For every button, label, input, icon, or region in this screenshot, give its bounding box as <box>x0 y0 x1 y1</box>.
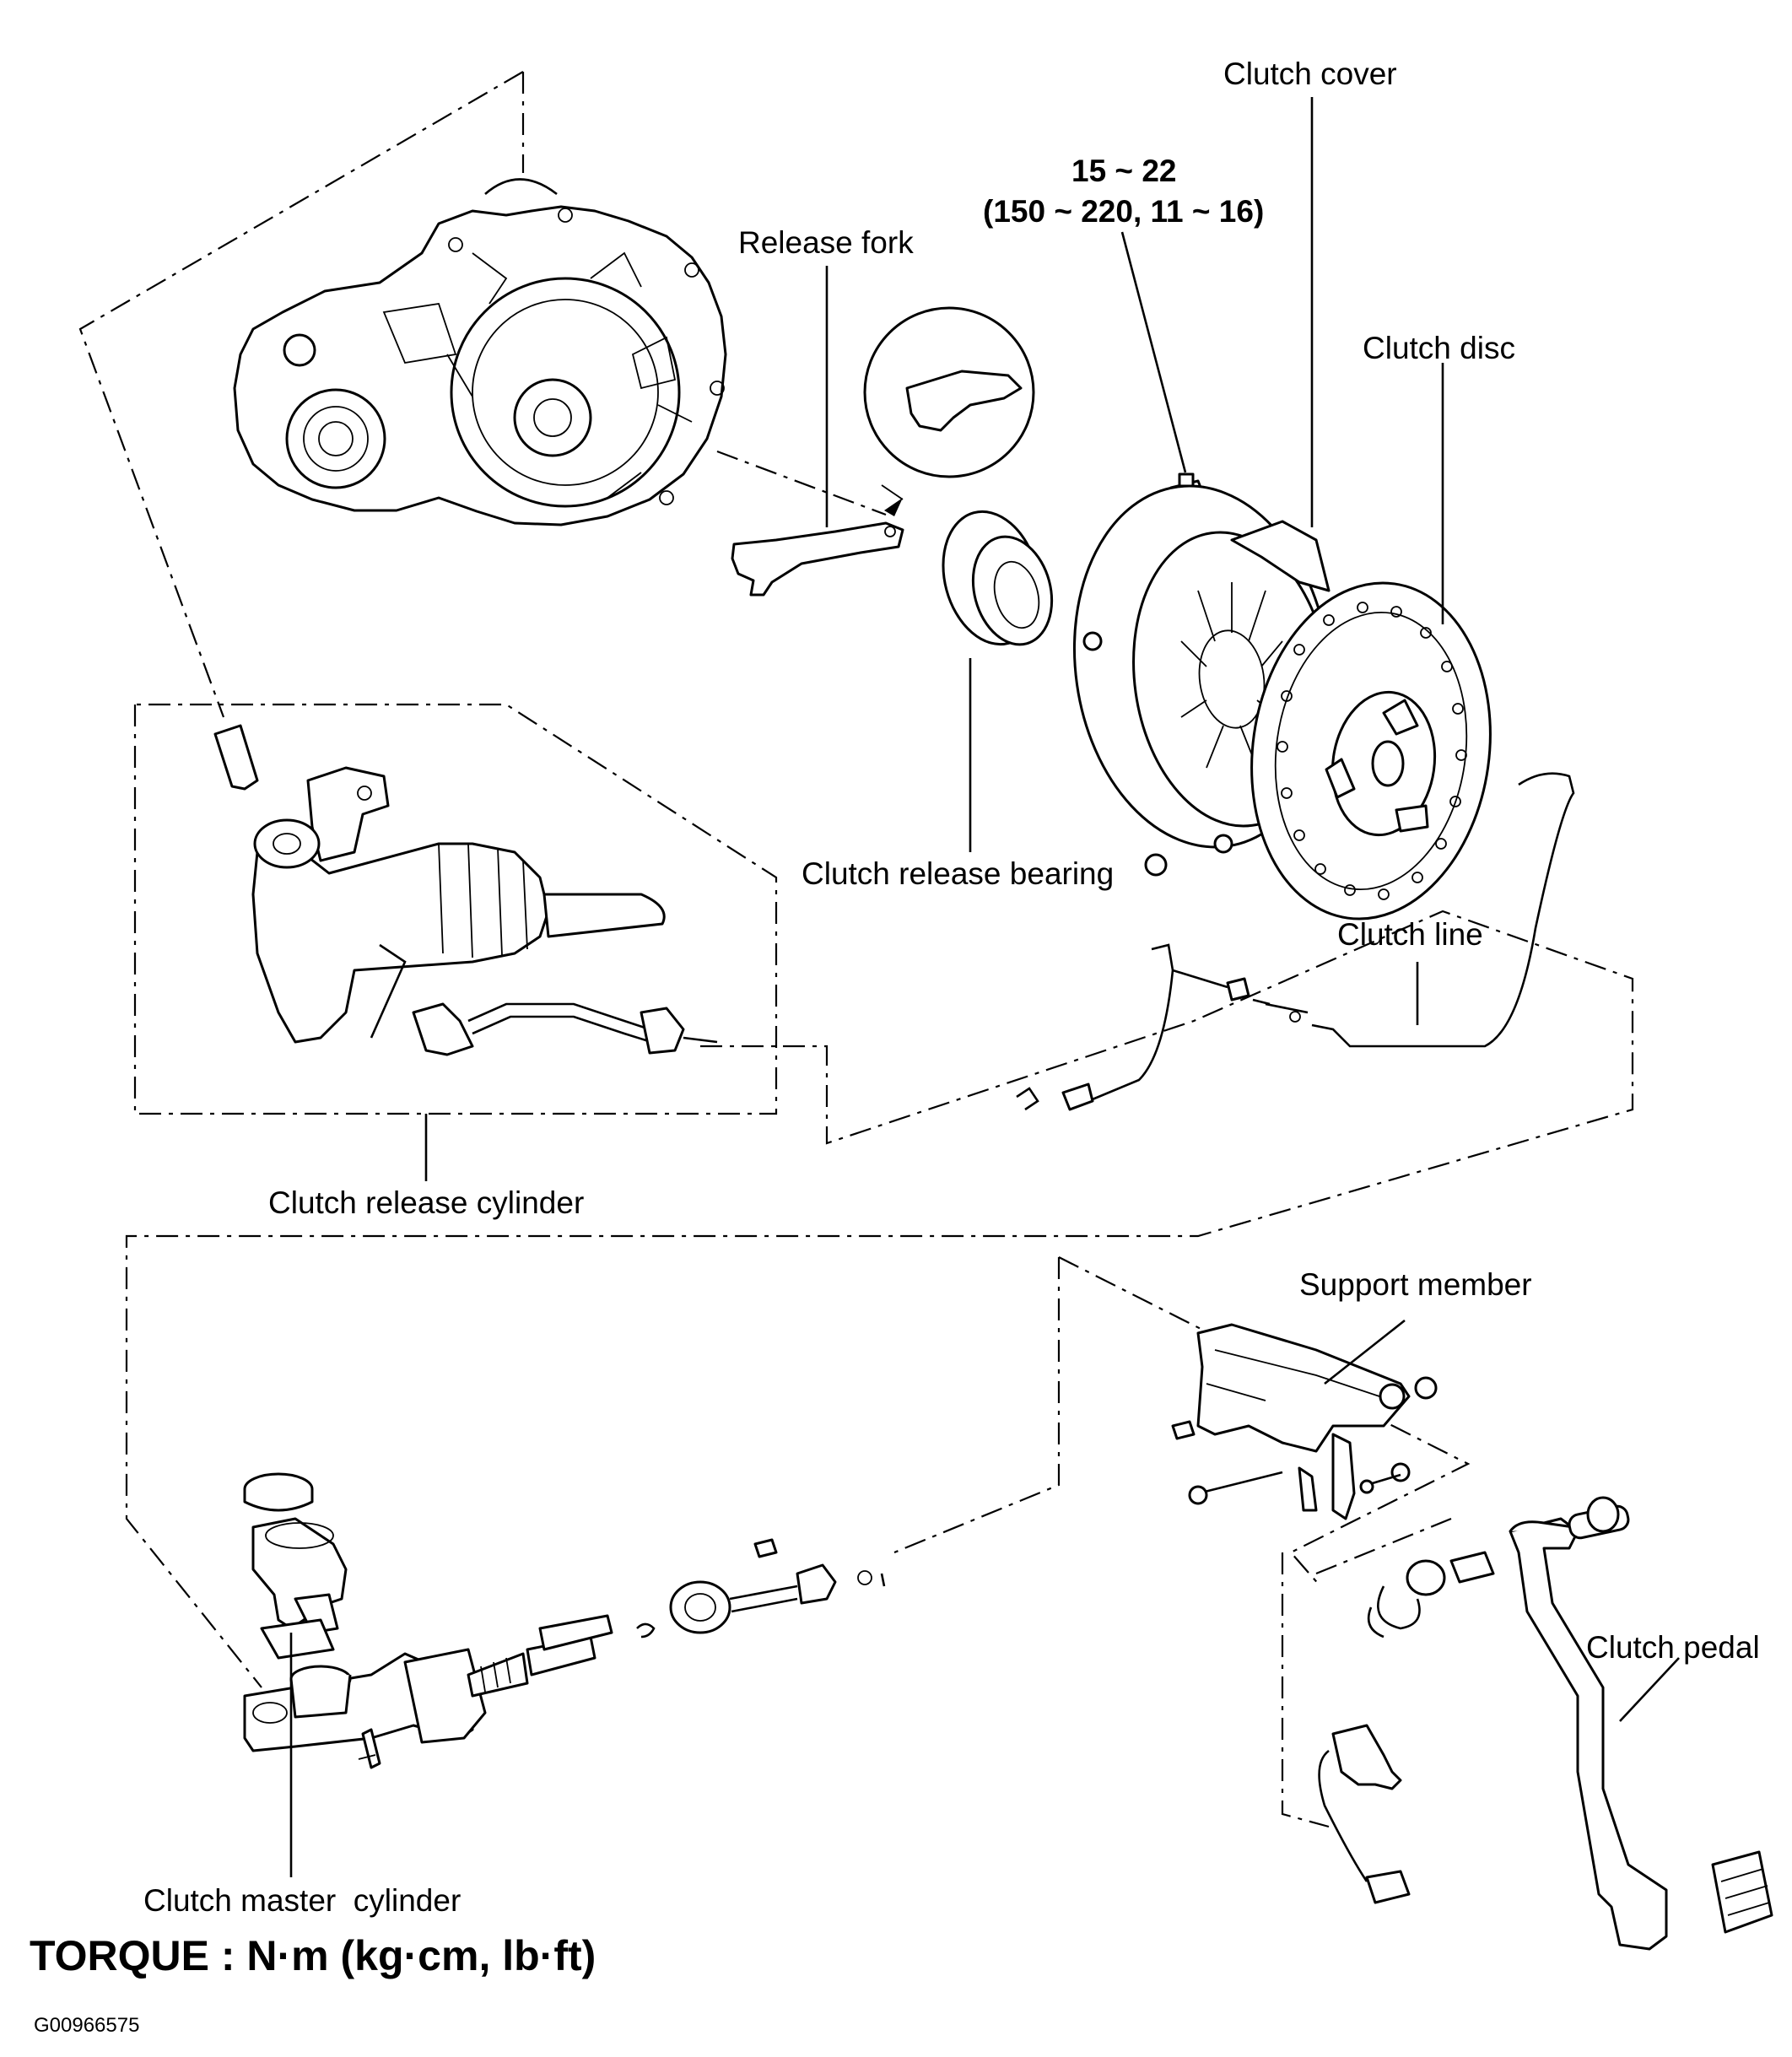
label-clutch-line: Clutch line <box>1337 917 1483 952</box>
label-release-fork: Release fork <box>738 225 914 260</box>
label-support-member: Support member <box>1299 1267 1532 1302</box>
clutch-disc <box>1250 581 1492 921</box>
torque-units-note: TORQUE : N·m (kg·cm, lb·ft) <box>30 1932 596 1979</box>
support-member <box>1171 1323 1438 1520</box>
clutch-pedal <box>1367 1496 1773 1951</box>
clutch-master-cylinder <box>243 1472 596 1769</box>
clutch-release-cylinder <box>213 724 666 1044</box>
figure-id: G00966575 <box>34 2014 139 2037</box>
release-cylinder-pipe <box>412 1002 718 1056</box>
leader-lines <box>289 97 1680 1877</box>
label-clutch-master-cylinder: Clutch master cylinder <box>143 1883 461 1918</box>
label-clutch-release-bearing: Clutch release bearing <box>802 856 1114 891</box>
clutch-release-bearing <box>942 510 1054 646</box>
label-torque-spec-line2: (150 ~ 220, 11 ~ 16) <box>983 194 1264 229</box>
master-cylinder-push-rod <box>538 1538 886 1651</box>
label-clutch-release-cylinder: Clutch release cylinder <box>268 1185 584 1220</box>
transaxle-housing <box>233 178 727 526</box>
assembly-guide-lines <box>78 71 1634 1828</box>
label-torque-spec-line1: 15 ~ 22 <box>1071 154 1176 188</box>
clutch-switch <box>1318 1724 1411 1904</box>
label-clutch-disc: Clutch disc <box>1363 331 1515 365</box>
release-fork <box>731 306 1035 597</box>
label-clutch-cover: Clutch cover <box>1223 57 1397 91</box>
clutch-line <box>1016 772 1575 1111</box>
label-clutch-pedal: Clutch pedal <box>1586 1630 1760 1665</box>
